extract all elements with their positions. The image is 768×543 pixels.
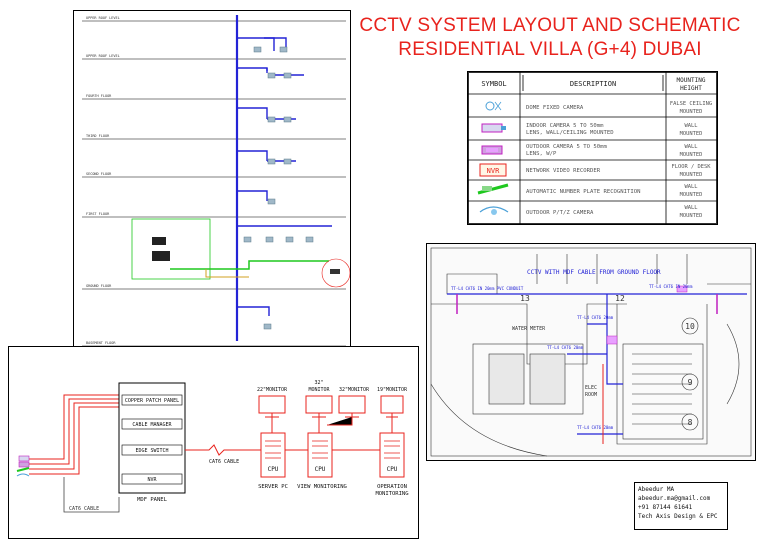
cpu-server: [260, 432, 286, 478]
svg-text:MOUNTED: MOUNTED: [680, 152, 703, 158]
cpu-label-view: CPU: [315, 466, 326, 473]
dome-camera-icon: [485, 101, 502, 111]
monitor-label-32-a-2: MONITOR: [308, 387, 330, 393]
svg-text:WALL: WALL: [685, 144, 698, 150]
svg-text:WALL: WALL: [685, 205, 698, 211]
plan-number-13: 13: [520, 294, 530, 303]
legend-header-symbol: SYMBOL: [481, 80, 506, 88]
cable-label-switch: CAT6 CABLE: [209, 459, 239, 465]
svg-text:UPPER ROOF LEVEL: UPPER ROOF LEVEL: [86, 54, 120, 58]
svg-text:NVR: NVR: [487, 167, 500, 175]
legend-desc-anpr: AUTOMATIC NUMBER PLATE RECOGNITION: [526, 189, 641, 195]
svg-text:ROOM: ROOM: [585, 392, 597, 398]
anpr-camera-icon: [477, 183, 509, 195]
svg-text:UPPER ROOF LEVEL: UPPER ROOF LEVEL: [86, 16, 120, 20]
rack-item-cable-manager: CABLE MANAGER: [132, 422, 172, 428]
legend-desc-dome: DOME FIXED CAMERA: [526, 105, 584, 111]
floor-plan: TT-L4 CAT6 IN 20mm PVC CONDUIT TT-L4 CAT…: [427, 244, 755, 460]
station-label-view: VIEW MONITORING: [297, 484, 347, 490]
svg-text:GROUND FLOOR: GROUND FLOOR: [86, 284, 112, 288]
legend-desc-ptz: OUTDOOR P/T/Z CAMERA: [526, 210, 594, 216]
svg-text:WALL: WALL: [685, 184, 698, 190]
cpu-operation: [379, 432, 405, 478]
designer-company: Tech Axis Design & EPC: [638, 513, 718, 520]
svg-text:THIRD FLOOR: THIRD FLOOR: [86, 134, 110, 138]
svg-text:FOURTH FLOOR: FOURTH FLOOR: [86, 94, 112, 98]
svg-text:FLOOR / DESK: FLOOR / DESK: [672, 164, 712, 170]
svg-text:TT-L4 CAT6 IN 20mm: TT-L4 CAT6 IN 20mm: [649, 284, 693, 289]
plan-number-8: 8: [688, 418, 693, 427]
station-label-server: SERVER PC: [258, 484, 288, 490]
designer-phone: +91 87144 61641: [638, 504, 693, 511]
monitor-label-19: 19"MONITOR: [377, 387, 408, 393]
plan-room-water-meter: WATER METER: [512, 326, 546, 332]
legend-desc-nvr: NETWORK VIDEO RECORDER: [526, 168, 601, 174]
monitor-19: [380, 395, 404, 414]
schematic-panel: CAT6 CABLE COPPER PATCH PANEL CABLE MANA…: [8, 346, 419, 539]
plan-number-12: 12: [615, 294, 625, 303]
legend-desc-indoor-2: LENS, WALL/CEILING MOUNTED: [526, 130, 614, 136]
svg-text:MOUNTED: MOUNTED: [680, 109, 703, 115]
svg-text:BASEMENT FLOOR: BASEMENT FLOOR: [86, 341, 116, 345]
svg-text:MOUNTED: MOUNTED: [680, 131, 703, 137]
plan-cable-note: CCTV WITH MDF CABLE FROM GROUND FLOOR: [527, 269, 661, 276]
legend-desc-outdoor-1: OUTDOOR CAMERA 5 TO 50mm: [526, 144, 607, 150]
station-label-operation-1: OPERATION: [377, 484, 407, 490]
legend-table: SYMBOL DESCRIPTION MOUNTING HEIGHT NVR: [468, 72, 717, 224]
legend-header-mounting: MOUNTING: [677, 77, 706, 84]
indoor-camera-icon: [481, 123, 506, 133]
legend-header-description: DESCRIPTION: [570, 80, 616, 88]
svg-text:TT-L4 CAT6 20mm: TT-L4 CAT6 20mm: [577, 315, 614, 320]
svg-text:MOUNTED: MOUNTED: [680, 172, 703, 178]
monitor-32-a: [305, 395, 333, 414]
station-label-operation-2: MONITORING: [375, 491, 408, 497]
outdoor-camera-icon: [481, 145, 503, 155]
monitor-22: [258, 395, 286, 414]
plan-number-9: 9: [688, 378, 693, 387]
camera-icons: [16, 455, 30, 477]
cpu-label-server: CPU: [268, 466, 279, 473]
plan-room-elec: ELEC: [585, 385, 597, 391]
svg-text:TT-L4 CAT6 20mm: TT-L4 CAT6 20mm: [577, 425, 614, 430]
legend-desc-indoor-1: INDOOR CAMERA 5 TO 50mm: [526, 123, 604, 129]
cable-label-bottom: CAT6 CABLE: [69, 506, 99, 512]
schematic-diagram: CAT6 CABLE COPPER PATCH PANEL CABLE MANA…: [16, 380, 409, 513]
drawing-title-line1: CCTV SYSTEM LAYOUT AND SCHEMATIC: [359, 15, 741, 36]
monitor-label-32-b: 32"MONITOR: [339, 387, 370, 393]
cpu-label-operation: CPU: [387, 466, 398, 473]
cpu-view: [307, 432, 333, 478]
legend-desc-outdoor-2: LENS, W/P: [526, 151, 557, 157]
svg-text:MOUNTED: MOUNTED: [680, 192, 703, 198]
svg-text:MOUNTED: MOUNTED: [680, 213, 703, 219]
svg-text:FIRST FLOOR: FIRST FLOOR: [86, 212, 110, 216]
mdf-panel-title: MDF PANEL: [137, 497, 167, 503]
svg-text:FALSE CEILING: FALSE CEILING: [670, 101, 712, 107]
nvr-icon: NVR: [479, 163, 507, 177]
svg-text:TT-L4 CAT6 20mm: TT-L4 CAT6 20mm: [547, 345, 584, 350]
rack-item-edge-switch: EDGE SWITCH: [135, 448, 168, 454]
ptz-camera-icon: [479, 206, 509, 215]
designer-info-box: Abeedur MA abeedur.ma@gmail.com +91 8714…: [634, 482, 728, 530]
legend-table-panel: SYMBOL DESCRIPTION MOUNTING HEIGHT NVR: [467, 71, 718, 225]
designer-email: abeedur.ma@gmail.com: [638, 495, 711, 502]
svg-text:HEIGHT: HEIGHT: [680, 85, 702, 92]
svg-text:SECOND FLOOR: SECOND FLOOR: [86, 172, 112, 176]
rack-item-patch-panel: COPPER PATCH PANEL: [125, 398, 179, 404]
monitor-label-32-a-1: 32": [314, 380, 323, 386]
svg-text:WALL: WALL: [685, 123, 698, 129]
plan-number-10: 10: [685, 322, 695, 331]
svg-text:TT-L4 CAT6 IN 20mm PVC CONDUIT: TT-L4 CAT6 IN 20mm PVC CONDUIT: [451, 286, 524, 291]
monitor-32-b: [338, 395, 366, 414]
monitor-label-22: 22"MONITOR: [257, 387, 288, 393]
floor-plan-panel: TT-L4 CAT6 IN 20mm PVC CONDUIT TT-L4 CAT…: [426, 243, 756, 461]
designer-name: Abeedur MA: [638, 486, 675, 493]
riser-diagram-panel: UPPER ROOF LEVEL UPPER ROOF LEVEL FOURTH…: [73, 10, 351, 349]
riser-diagram: UPPER ROOF LEVEL UPPER ROOF LEVEL FOURTH…: [82, 15, 351, 347]
drawing-title-line2: RESIDENTIAL VILLA (G+4) DUBAI: [398, 39, 702, 60]
rack-item-nvr: NVR: [147, 477, 157, 483]
